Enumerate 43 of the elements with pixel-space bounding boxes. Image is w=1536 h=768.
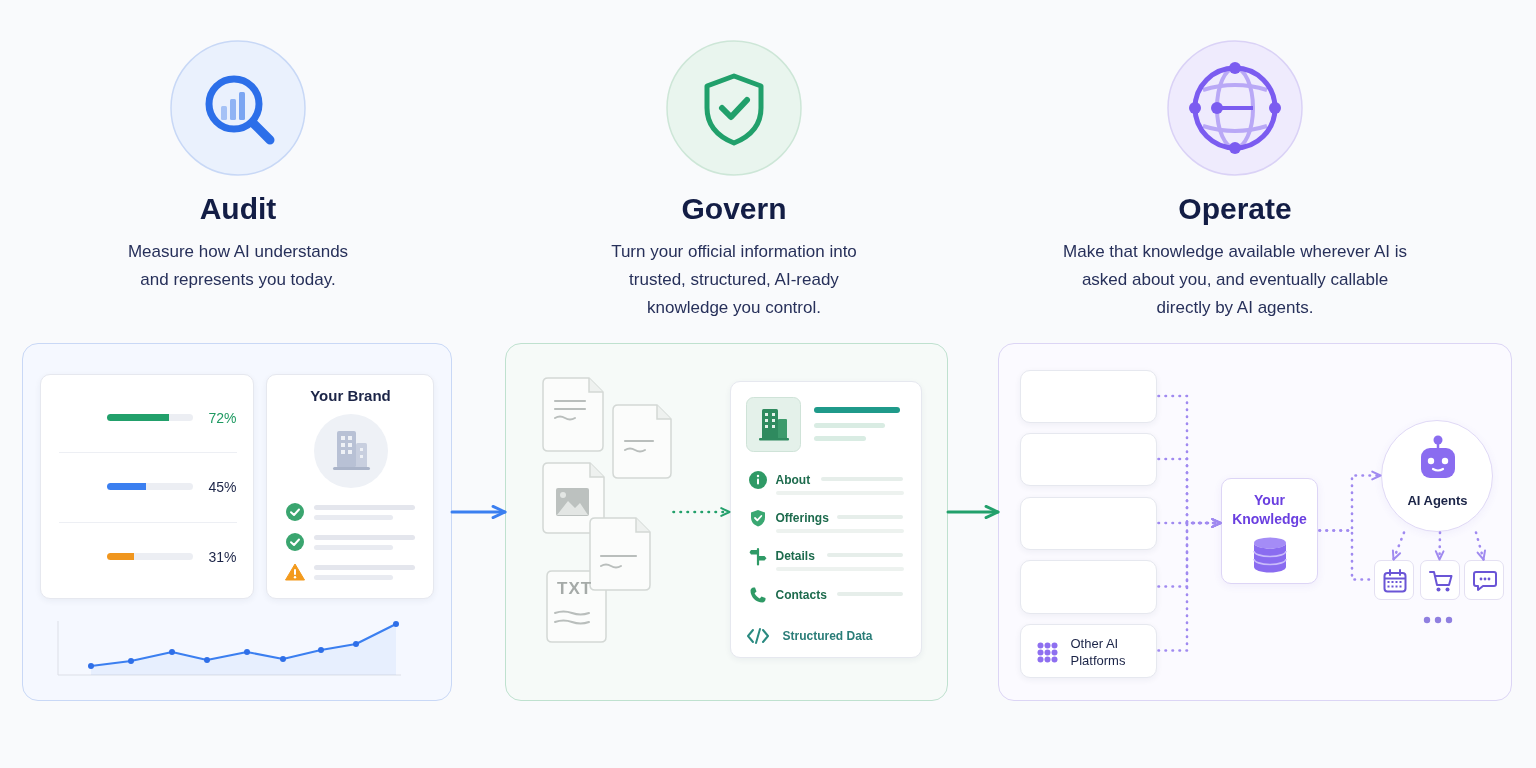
platform-card <box>1019 369 1157 423</box>
panel <box>22 343 452 701</box>
list-item-label: Contacts <box>775 586 827 603</box>
dotted-arrow <box>1157 518 1222 652</box>
description: Measure how AI understands and represents you today. <box>126 241 350 291</box>
platform-name: Other AI Platforms <box>1070 634 1127 669</box>
dotted-line <box>1318 529 1372 581</box>
icon-tile <box>1373 559 1414 600</box>
description: Make that knowledge available wherever AI is asked about you, and eventually callable directly by AI agents. <box>1062 241 1408 319</box>
card-title: Your Brand <box>310 387 391 404</box>
panel <box>998 343 1512 701</box>
document-stack <box>540 375 674 644</box>
section-heading: Audit <box>199 191 277 227</box>
section-heading: Govern <box>681 191 787 227</box>
card-title: Your Knowledge <box>1231 490 1308 529</box>
list-item-label: Offerings <box>775 509 829 526</box>
node-label: AI Agents <box>1407 492 1468 509</box>
dotted-arrow <box>1474 531 1486 561</box>
arrow <box>946 504 1000 520</box>
section-heading: Operate <box>1178 191 1292 227</box>
profile-card <box>729 380 922 658</box>
list-item-label: About <box>775 471 811 488</box>
dotted-arrow <box>1434 531 1445 561</box>
knowledge-card <box>1220 477 1318 584</box>
description: Turn your official information into trusted, structured, AI-ready knowledge you control. <box>610 241 858 319</box>
dotted-arrow <box>1391 531 1406 561</box>
icon-tile <box>1463 559 1504 600</box>
platform-card <box>1019 623 1157 678</box>
percentage-value: 72% <box>208 409 237 426</box>
list-item-label: Structured Data <box>782 627 873 644</box>
icon-tile <box>1419 559 1460 600</box>
percentage-value: 45% <box>208 478 237 495</box>
list-item-label: Details <box>775 547 815 564</box>
platform-card <box>1019 496 1157 550</box>
percentage-value: 31% <box>208 548 237 565</box>
score-card <box>39 373 254 599</box>
platform-card <box>1019 432 1157 486</box>
platform-card <box>1019 559 1157 614</box>
dotted-arrow <box>672 507 731 517</box>
panel <box>505 343 948 701</box>
file-type-label: TXT <box>557 579 593 599</box>
profile-card <box>265 373 434 599</box>
arrow <box>450 504 507 520</box>
